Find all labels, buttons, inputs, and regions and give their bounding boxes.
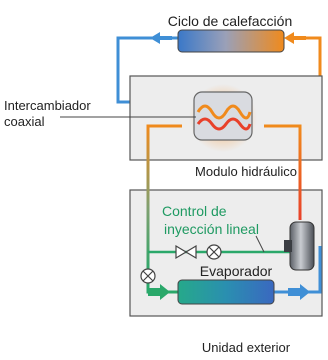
injection-control-label-1: Control de xyxy=(162,203,227,219)
heating-cycle-title: Ciclo de calefacción xyxy=(168,13,293,29)
coaxial-label-1: Intercambiador xyxy=(4,98,91,113)
exchanger-water-coil xyxy=(196,104,252,120)
hydraulic-module-label: Modulo hidráulico xyxy=(195,164,297,179)
compressor-inlet xyxy=(284,240,292,252)
refrigerant-left-riser xyxy=(146,124,182,276)
coaxial-label-2: coaxial xyxy=(4,114,45,129)
expansion-valve-cross xyxy=(142,270,154,282)
exchanger-refrigerant-coil xyxy=(196,117,252,131)
compressor-icon xyxy=(289,221,315,271)
flow-arrow-icon xyxy=(288,284,310,300)
check-valve-icon xyxy=(175,244,197,260)
injection-leader-line xyxy=(255,235,265,253)
injection-valve-cross xyxy=(208,246,220,258)
refrigerant-right-riser xyxy=(264,124,302,220)
heating-exchanger xyxy=(177,29,285,53)
evaporator xyxy=(177,279,275,305)
flow-arrow-icon xyxy=(284,32,306,44)
flow-arrow-icon xyxy=(148,284,170,300)
flow-arrow-icon xyxy=(150,32,172,44)
outdoor-unit-label: Unidad exterior xyxy=(202,340,291,355)
injection-control-label-2: inyección lineal xyxy=(164,221,259,237)
evaporator-label: Evaporador xyxy=(200,263,273,279)
